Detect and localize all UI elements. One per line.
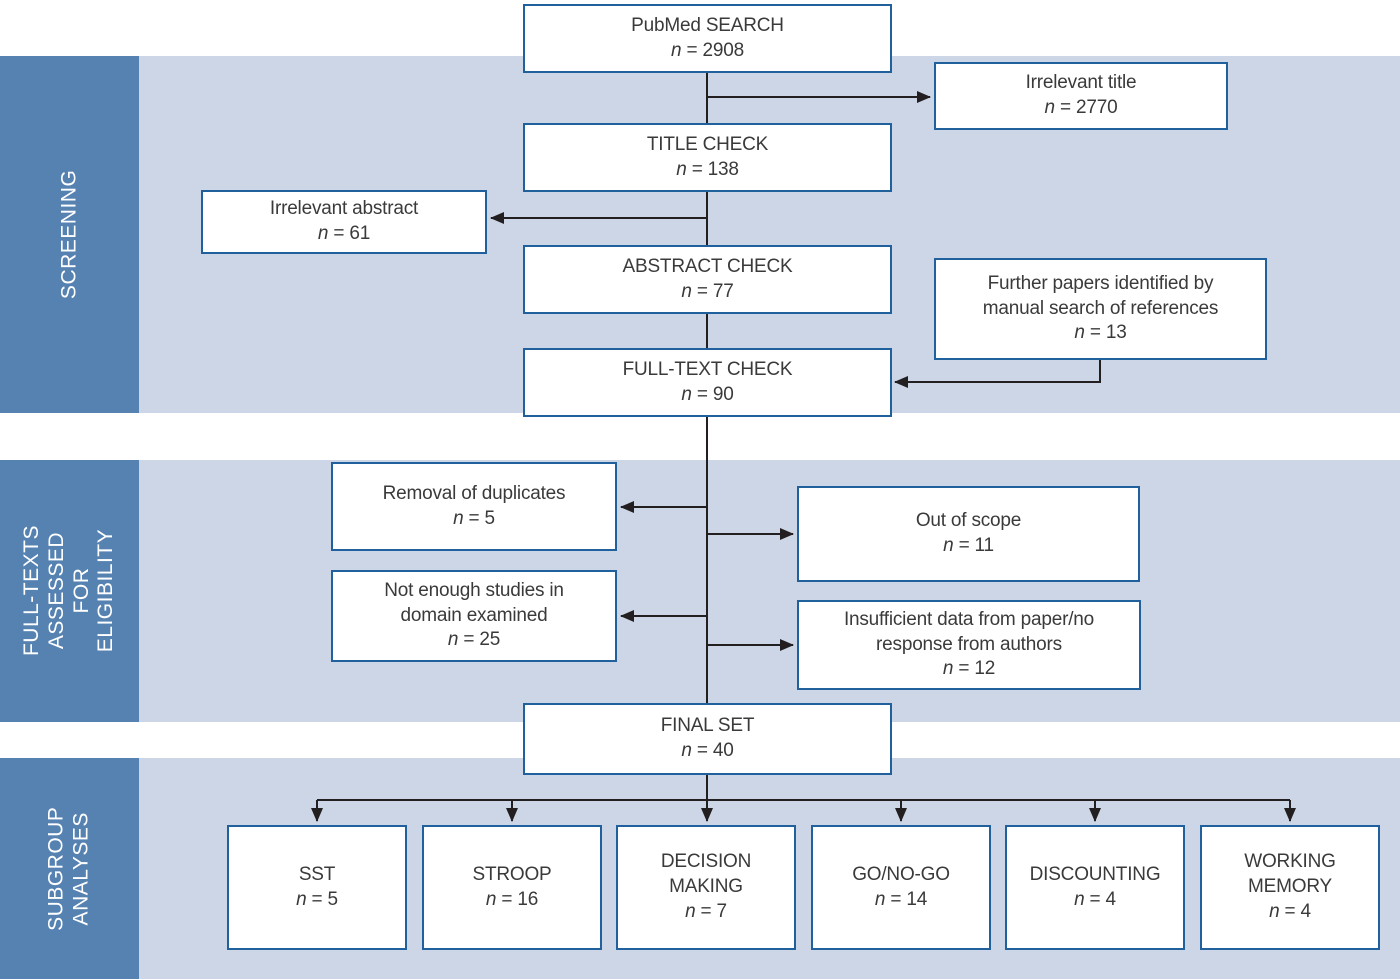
n-value: = 4 (1279, 900, 1312, 922)
n-value: = 61 (328, 223, 371, 244)
box-decision-making: DECISION MAKING n = 7 (616, 825, 796, 950)
box-n: n = 90 (681, 383, 733, 408)
n-value: = 12 (953, 658, 996, 680)
box-n: n = 4 (1074, 888, 1116, 913)
box-label: DECISION MAKING (660, 851, 752, 898)
box-n: n = 4 (1269, 900, 1311, 925)
box-irrelevant-abstract: Irrelevant abstract n = 61 (201, 190, 487, 254)
n-value: = 14 (885, 888, 928, 910)
n-value: = 16 (496, 888, 539, 910)
box-n: n = 5 (296, 888, 338, 913)
n-value: = 138 (686, 158, 739, 180)
n-value: = 13 (1084, 322, 1127, 344)
n-var: n (317, 223, 329, 244)
box-sst: SST n = 5 (227, 825, 407, 950)
n-var: n (874, 888, 886, 910)
box-n: n = 12 (943, 657, 995, 682)
box-label: Irrelevant title (1025, 72, 1137, 94)
n-value: = 5 (306, 888, 339, 910)
box-title-check: TITLE CHECK n = 138 (523, 123, 892, 192)
box-pubmed-search: PubMed SEARCH n = 2908 (523, 4, 892, 73)
n-value: = 25 (458, 629, 501, 651)
box-label: GO/NO-GO (852, 863, 950, 885)
n-var: n (681, 383, 692, 405)
box-n: n = 7 (685, 900, 727, 925)
box-n: n = 2908 (671, 39, 744, 64)
box-go-no-go: GO/NO-GO n = 14 (811, 825, 991, 950)
box-working-memory: WORKING MEMORY n = 4 (1200, 825, 1380, 950)
box-label: PubMed SEARCH (631, 14, 784, 36)
box-label: DISCOUNTING (1029, 863, 1161, 885)
box-label: SST (298, 863, 336, 885)
n-var: n (453, 507, 464, 529)
n-var: n (447, 629, 459, 651)
box-label: FULL-TEXT CHECK (622, 358, 793, 380)
box-label: Not enough studies in domain examined (384, 579, 564, 626)
n-var: n (1044, 97, 1056, 118)
box-n: n = 14 (875, 888, 927, 913)
n-value: = 7 (695, 900, 728, 922)
n-value: = 40 (691, 740, 734, 761)
n-var: n (681, 740, 692, 761)
n-var: n (296, 888, 307, 910)
box-label: STROOP (472, 863, 552, 885)
box-insufficient-data: Insufficient data from paper/no response… (797, 600, 1141, 690)
n-var: n (1074, 322, 1085, 344)
box-label: Further papers identified by manual sear… (982, 272, 1219, 319)
arrow-furtherpapers-to-fulltextcheck (894, 360, 1101, 388)
box-label: Insufficient data from paper/no response… (843, 608, 1095, 655)
box-discounting: DISCOUNTING n = 4 (1005, 825, 1185, 950)
sidebar-section-fulltexts: FULL-TEXTS ASSESSED FOR ELIGIBILITY (0, 460, 139, 722)
box-label: WORKING MEMORY (1244, 851, 1336, 898)
n-var: n (943, 535, 954, 556)
box-final-set: FINAL SET n = 40 (523, 703, 892, 775)
box-stroop: STROOP n = 16 (422, 825, 602, 950)
box-n: n = 5 (453, 507, 495, 532)
n-var: n (685, 900, 696, 922)
box-n: n = 25 (448, 628, 500, 653)
n-value: = 4 (1084, 888, 1117, 910)
n-value: = 11 (953, 535, 995, 556)
box-label: Out of scope (915, 510, 1022, 532)
box-n: n = 138 (676, 158, 739, 183)
box-label: Irrelevant abstract (269, 198, 419, 220)
box-n: n = 13 (1074, 321, 1126, 346)
box-removal-duplicates: Removal of duplicates n = 5 (331, 462, 617, 551)
n-value: = 90 (691, 383, 734, 405)
n-var: n (676, 158, 687, 180)
n-var: n (1269, 900, 1280, 922)
box-label: FINAL SET (660, 715, 755, 737)
box-n: n = 61 (318, 222, 370, 247)
box-label: ABSTRACT CHECK (622, 255, 793, 277)
n-value: = 2908 (681, 39, 745, 61)
box-full-text-check: FULL-TEXT CHECK n = 90 (523, 348, 892, 417)
sidebar-section-subgroup: SUBGROUP ANALYSES (0, 758, 139, 979)
box-n: n = 40 (681, 739, 733, 764)
sidebar-section-screening: SCREENING (0, 56, 139, 413)
box-label: TITLE CHECK (646, 133, 769, 155)
box-n: n = 77 (681, 280, 733, 305)
n-var: n (942, 658, 954, 680)
band-fulltexts (0, 460, 1400, 722)
n-value: = 5 (463, 507, 496, 529)
n-var: n (485, 888, 497, 910)
box-label: Removal of duplicates (382, 482, 566, 504)
box-abstract-check: ABSTRACT CHECK n = 77 (523, 245, 892, 314)
box-irrelevant-title: Irrelevant title n = 2770 (934, 62, 1228, 130)
n-value: = 77 (691, 280, 734, 302)
box-n: n = 2770 (1045, 96, 1118, 121)
box-not-enough-studies: Not enough studies in domain examined n … (331, 570, 617, 662)
n-value: = 2770 (1054, 97, 1118, 118)
n-var: n (671, 39, 682, 61)
n-var: n (681, 280, 692, 302)
box-further-papers: Further papers identified by manual sear… (934, 258, 1267, 360)
box-out-of-scope: Out of scope n = 11 (797, 486, 1140, 582)
n-var: n (1074, 888, 1085, 910)
box-n: n = 11 (943, 534, 994, 559)
box-n: n = 16 (486, 888, 538, 913)
